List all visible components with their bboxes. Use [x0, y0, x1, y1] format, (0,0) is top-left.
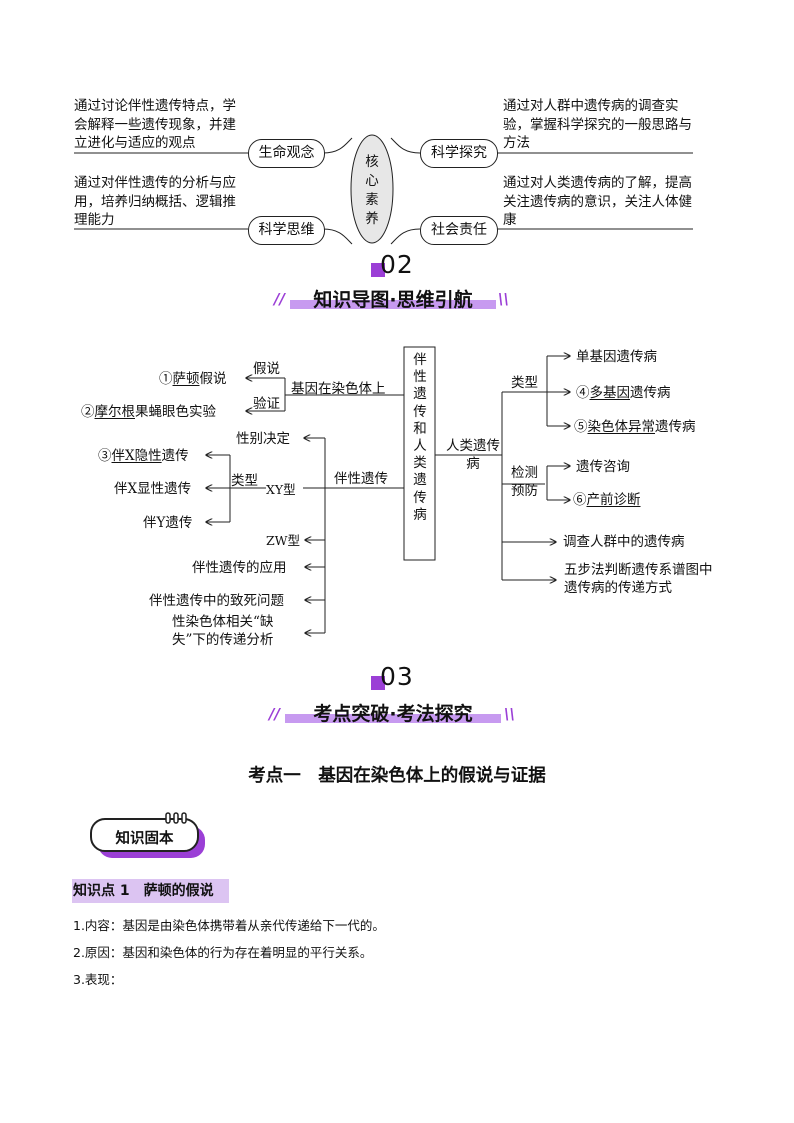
section03-title: 考点突破·考法探究 — [313, 703, 473, 725]
science-inquiry-pill: 科学探究 — [420, 139, 498, 168]
application-item: 伴性遗传的应用 — [192, 560, 287, 576]
social-responsibility-text: 通过对人类遗传病的了解，提高关注遗传病的意识，关注人体健康 — [503, 175, 692, 228]
kp1-highlight — [72, 879, 229, 903]
verification-label: 验证 — [253, 396, 280, 412]
single-gene-item: 单基因遗传病 — [576, 349, 657, 365]
prenatal-item: ⑥产前诊断 — [573, 492, 641, 508]
knowledge-tag: 知识固本 — [115, 831, 174, 847]
life-concept-text: 通过讨论伴性遗传特点，学会解释一些遗传现象，并建立进化与适应的观点 — [74, 98, 236, 151]
science-inquiry-text: 通过对人群中遗传病的调查实验，掌握科学探究的一般思路与方法 — [503, 98, 692, 151]
core-oval — [350, 134, 394, 244]
xy-type-label: 类型 — [231, 473, 258, 489]
section02-slash-left: // — [274, 290, 285, 308]
item-reason: 2.原因：基因和染色体的行为存在着明显的平行关系。 — [73, 945, 373, 960]
chromosome-item: ⑤染色体异常遗传病 — [574, 419, 696, 435]
social-responsibility-pill: 社会责任 — [420, 216, 498, 245]
five-step-item: 五步法判断遗传系谱图中遗传病的传递方式 — [564, 562, 713, 596]
hypothesis-label: 假说 — [253, 361, 280, 377]
section03-banner: 考点突破·考法探究 — [285, 699, 501, 725]
section03-slash-left: // — [269, 705, 280, 723]
counseling-item: 遗传咨询 — [576, 459, 630, 475]
core-center-label: 核心素养 — [365, 154, 379, 227]
kp1-label: 知识点 1 萨顿的假说 — [73, 883, 214, 899]
human-disease-label: 人类遗传病 — [446, 438, 500, 472]
x-recessive-item: ③伴X隐性遗传 — [98, 448, 189, 464]
sutton-item: ①萨顿假说 — [159, 371, 227, 387]
center-box-label: 伴性遗传和人类遗传病 — [413, 352, 427, 523]
zw-type: ZW型 — [266, 533, 301, 548]
section02-title: 知识导图·思维引航 — [313, 289, 473, 311]
sex-linked-label: 伴性遗传 — [334, 471, 388, 487]
item-manifestation: 3.表现： — [73, 972, 123, 987]
section03-number: 03 — [380, 662, 414, 691]
morgan-item: ②摩尔根果蝇眼色实验 — [81, 404, 216, 420]
multi-gene-item: ④多基因遗传病 — [576, 385, 671, 401]
section02-banner: 知识导图·思维引航 — [290, 285, 496, 311]
section03-slash-right: \\ — [504, 705, 515, 723]
sex-determination: 性别决定 — [236, 431, 290, 447]
x-dominant-item: 伴X显性遗传 — [114, 481, 192, 497]
deletion-item: 性染色体相关“缺失”下的传递分析 — [172, 614, 274, 648]
exam-point-title: 考点一 基因在染色体上的假说与证据 — [248, 766, 546, 786]
lethal-item: 伴性遗传中的致死问题 — [149, 593, 284, 609]
section03-square — [371, 676, 385, 690]
detect-prevent-label: 检测预防 — [511, 465, 538, 499]
section02-square — [371, 263, 385, 277]
disease-type-label: 类型 — [511, 375, 538, 391]
item-content: 1.内容：基因是由染色体携带着从亲代传递给下一代的。 — [73, 918, 385, 933]
science-thinking-pill: 科学思维 — [248, 216, 325, 245]
survey-item: 调查人群中的遗传病 — [563, 534, 685, 550]
section02-slash-right: \\ — [498, 290, 509, 308]
life-concept-pill: 生命观念 — [248, 139, 325, 168]
y-linked-item: 伴Y遗传 — [143, 515, 193, 531]
xy-type: XY型 — [266, 482, 296, 497]
science-thinking-text: 通过对伴性遗传的分析与应用，培养归纳概括、逻辑推理能力 — [74, 175, 236, 228]
gene-on-chromosome: 基因在染色体上 — [291, 381, 386, 397]
center-box — [403, 346, 436, 561]
section02-number: 02 — [380, 250, 414, 279]
